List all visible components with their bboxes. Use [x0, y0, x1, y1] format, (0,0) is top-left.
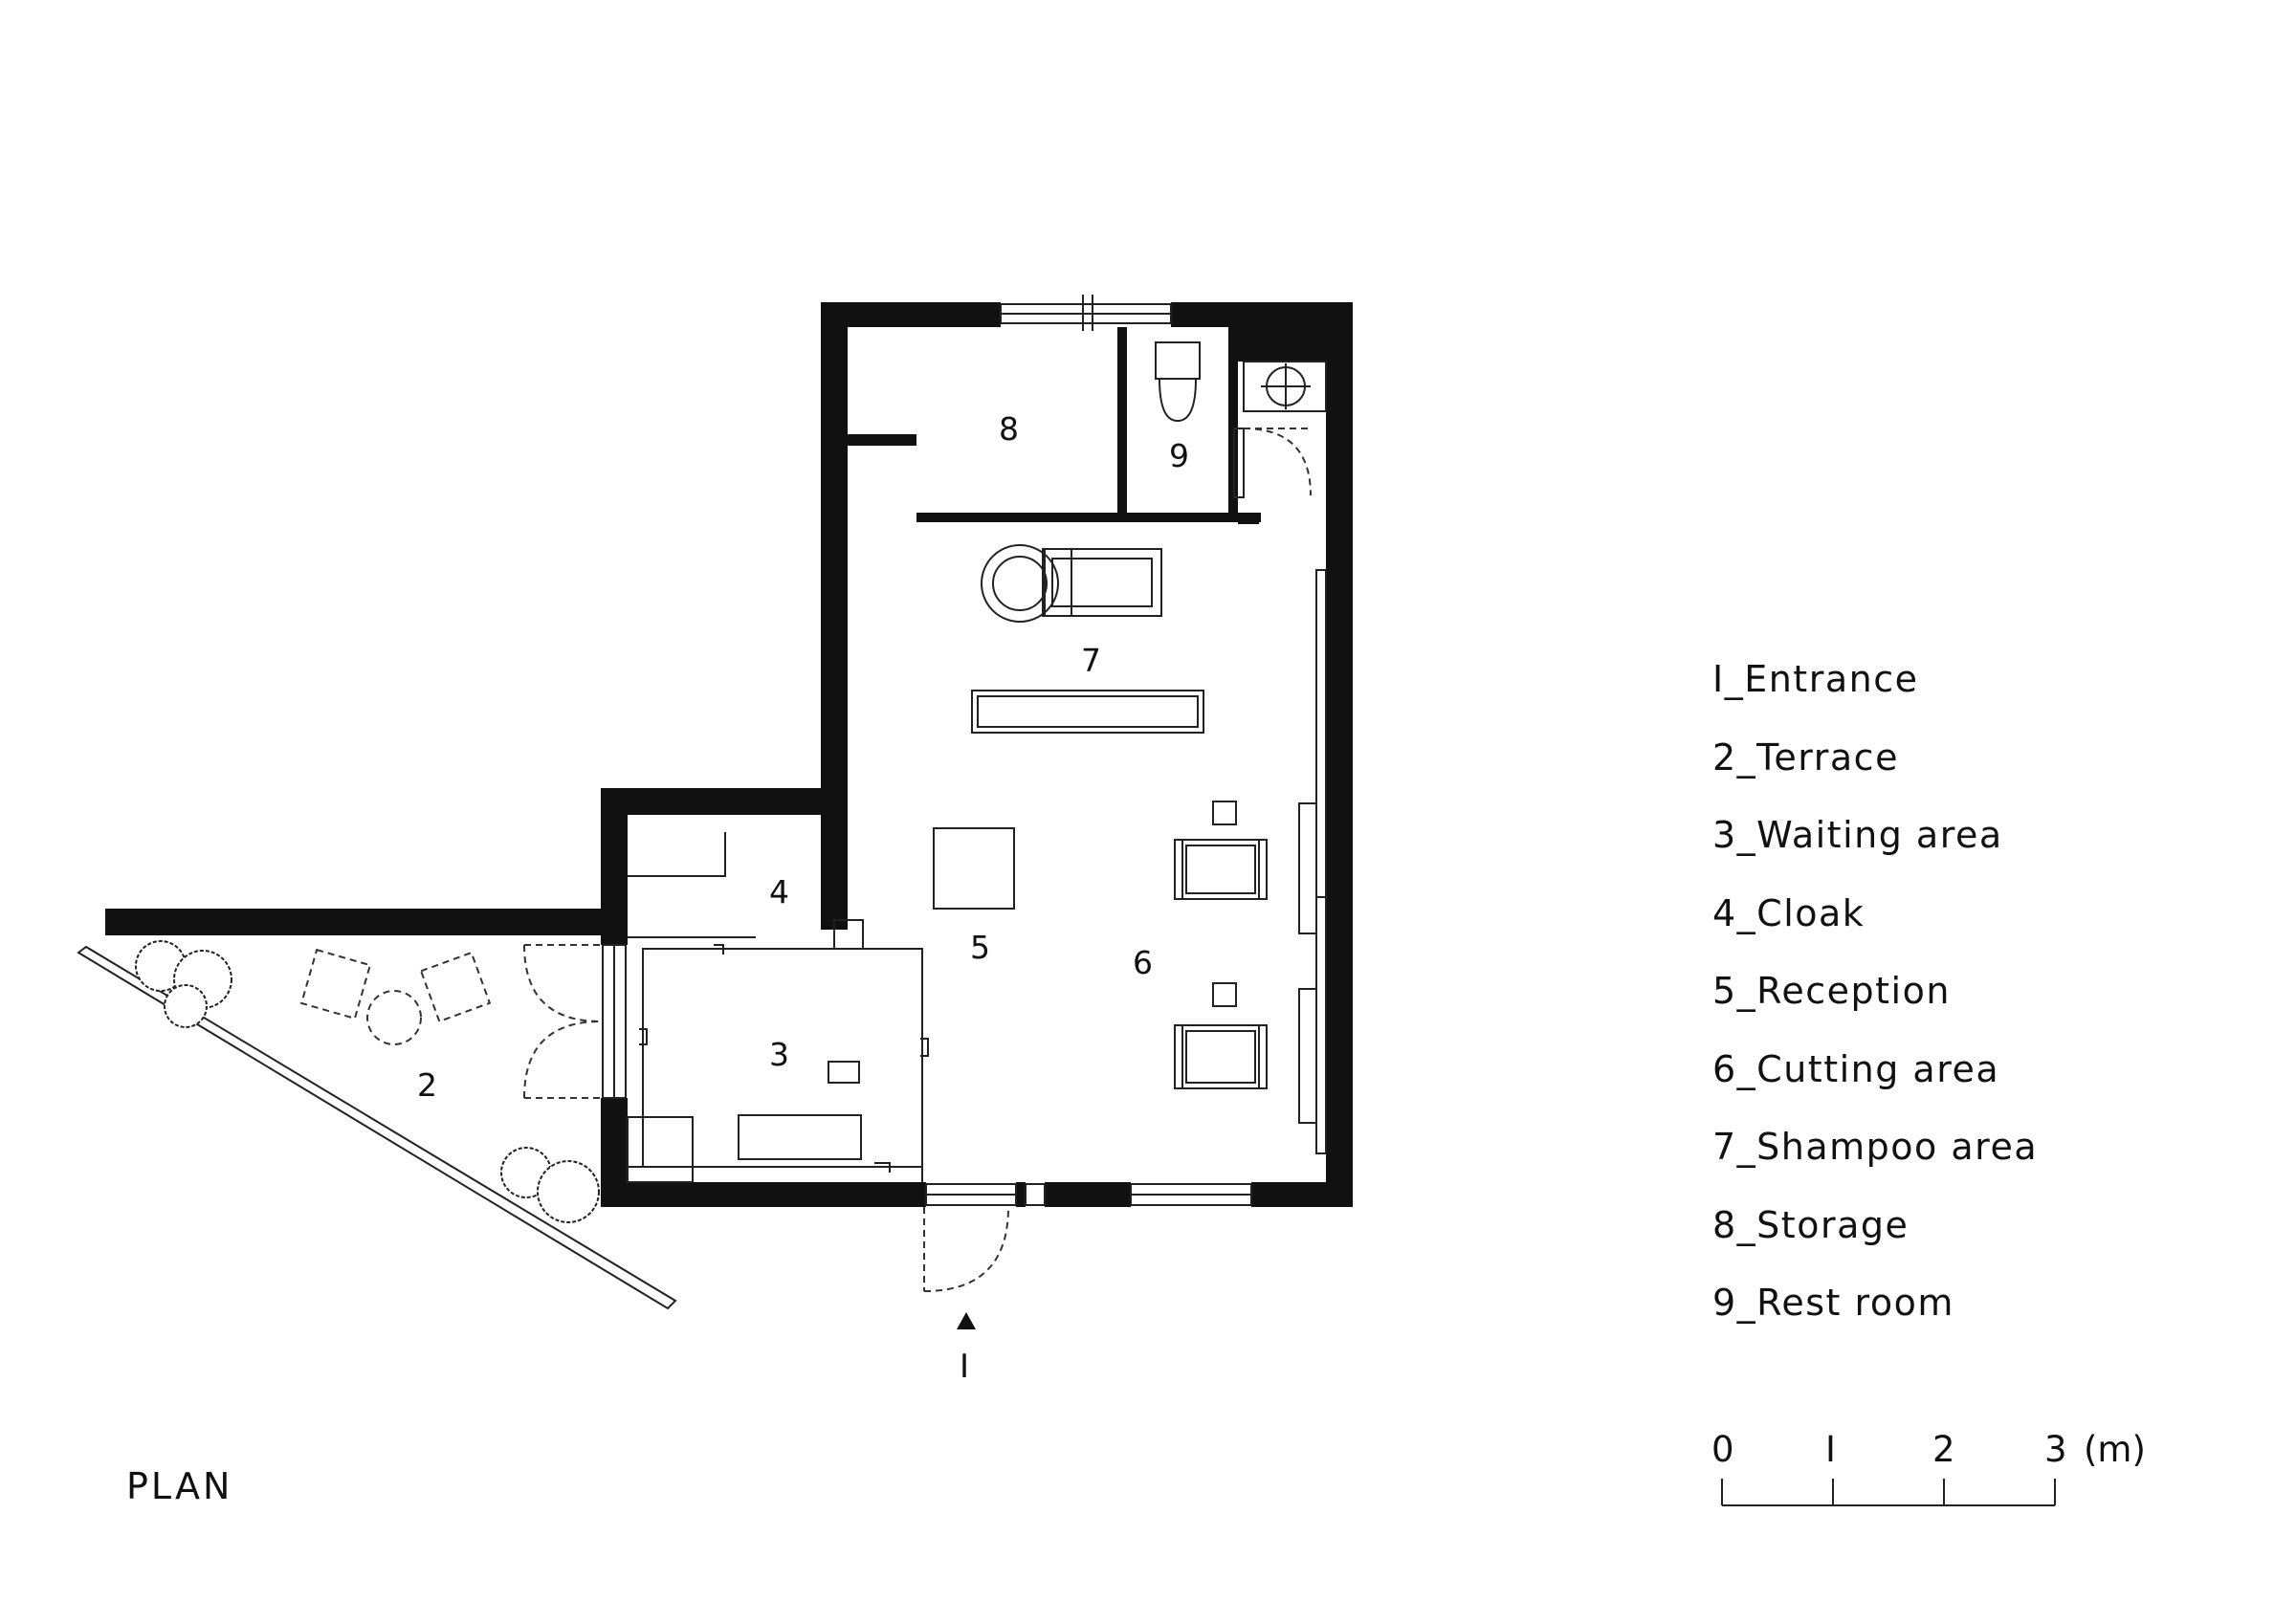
- legend-item-rest-room: 9_Rest room: [1712, 1282, 1954, 1324]
- scale-unit: (m): [2084, 1429, 2146, 1470]
- legend-item-reception: 5_Reception: [1712, 970, 1951, 1012]
- room-number-terrace: 2: [417, 1066, 437, 1104]
- shrubs: [135, 940, 600, 1223]
- room-number-waiting-area: 3: [769, 1036, 789, 1073]
- plan-title: PLAN: [126, 1465, 233, 1507]
- room-number-rest-room: 9: [1169, 437, 1189, 474]
- room-number-cloak: 4: [769, 873, 789, 911]
- room-number-entrance: I: [960, 1348, 969, 1386]
- room-number-reception: 5: [970, 929, 990, 966]
- legend-item-storage: 8_Storage: [1712, 1203, 1910, 1246]
- room-number-shampoo-area: 7: [1081, 642, 1101, 679]
- scale-tick-2: 2: [1932, 1429, 1955, 1470]
- scale-bar: [1721, 1479, 2056, 1506]
- entrance-arrow-icon: [957, 1312, 976, 1329]
- thin-lines: [77, 295, 1327, 1310]
- legend-item-waiting-area: 3_Waiting area: [1712, 814, 2003, 856]
- scale-tick-0: 0: [1711, 1429, 1734, 1470]
- legend-item-shampoo-area: 7_Shampoo area: [1712, 1126, 2039, 1168]
- legend-item-cloak: 4_Cloak: [1712, 891, 1866, 934]
- room-number-storage: 8: [999, 410, 1019, 448]
- door-swings: [299, 428, 1312, 1292]
- room-number-cutting-area: 6: [1133, 944, 1153, 981]
- legend-item-terrace: 2_Terrace: [1712, 735, 1899, 779]
- room-labels: 8 9 7 4 5 6 3 2: [417, 410, 1189, 1104]
- legend-item-cutting-area: 6_Cutting area: [1712, 1047, 2000, 1090]
- room-legend: I_Entrance 2_Terrace 3_Waiting area 4_Cl…: [1712, 658, 2038, 1360]
- legend-item-entrance: I_Entrance: [1712, 658, 1919, 700]
- scale-tick-3: 3: [2044, 1429, 2067, 1470]
- walls: [105, 302, 1353, 1207]
- scale-tick-1: I: [1825, 1429, 1836, 1470]
